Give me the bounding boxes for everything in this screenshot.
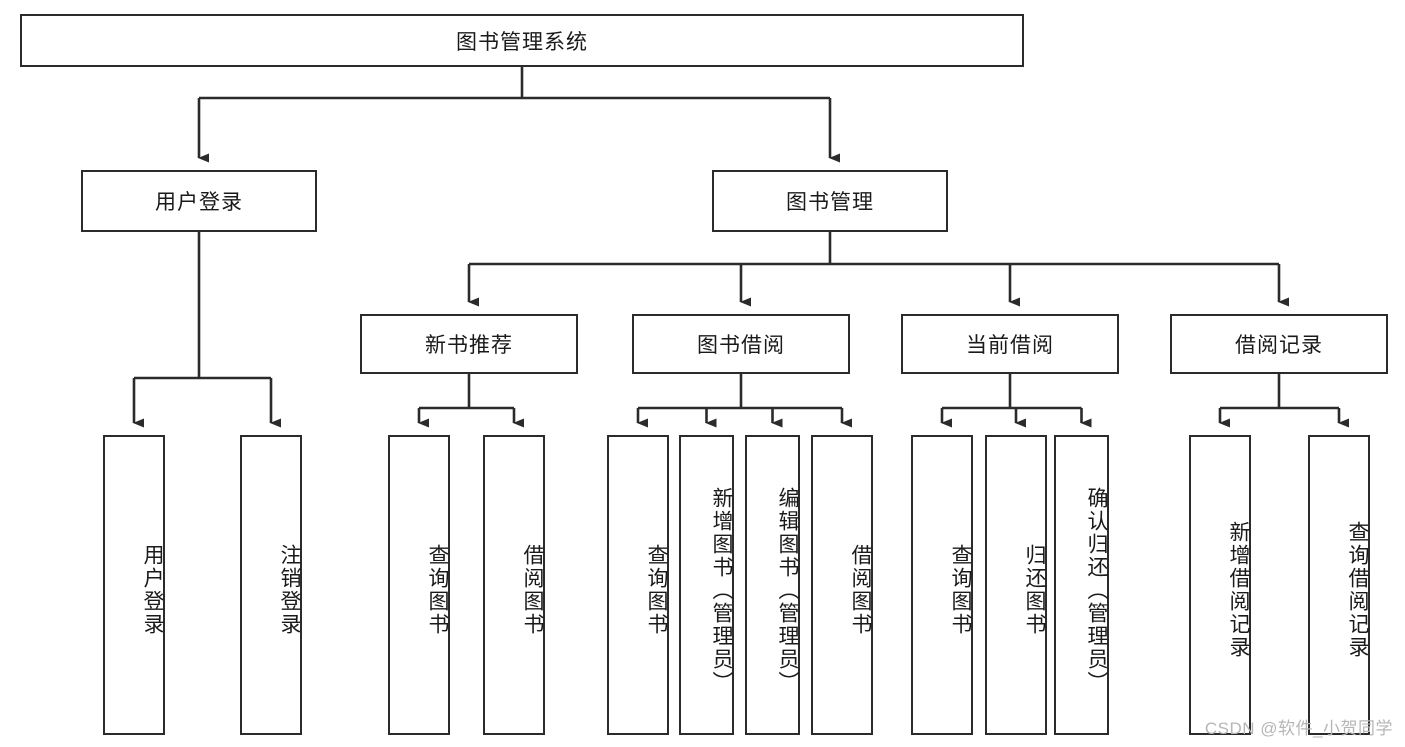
node-root[interactable]: 图书管理系统 bbox=[20, 14, 1024, 67]
node-borrow-record[interactable]: 借阅记录 bbox=[1170, 314, 1388, 374]
node-label: 图书管理系统 bbox=[456, 30, 588, 54]
node-label: 用户登录 bbox=[141, 544, 164, 636]
node-leaf-add-borrow-record[interactable]: 新增借阅记录 bbox=[1189, 435, 1251, 735]
node-label: 查询图书 bbox=[949, 544, 972, 636]
node-label: 归还图书 bbox=[1023, 544, 1046, 636]
node-leaf-user-login[interactable]: 用户登录 bbox=[103, 435, 165, 735]
node-leaf-edit-book[interactable]: 编辑图书（管理员） bbox=[745, 435, 800, 735]
node-leaf-query-book-2[interactable]: 查询图书 bbox=[607, 435, 669, 735]
node-leaf-borrow-book-2[interactable]: 借阅图书 bbox=[811, 435, 873, 735]
node-label: 编辑图书（管理员） bbox=[776, 486, 799, 694]
node-label: 借阅图书 bbox=[521, 544, 544, 636]
node-leaf-user-logout[interactable]: 注销登录 bbox=[240, 435, 302, 735]
node-leaf-query-book-1[interactable]: 查询图书 bbox=[388, 435, 450, 735]
node-label: 注销登录 bbox=[278, 544, 301, 636]
node-leaf-confirm-return[interactable]: 确认归还（管理员） bbox=[1054, 435, 1109, 735]
node-label: 新增借阅记录 bbox=[1227, 521, 1250, 659]
node-leaf-return-book[interactable]: 归还图书 bbox=[985, 435, 1047, 735]
node-label: 借阅图书 bbox=[849, 544, 872, 636]
node-leaf-query-borrow-record[interactable]: 查询借阅记录 bbox=[1308, 435, 1370, 735]
node-label: 图书管理 bbox=[786, 191, 874, 214]
node-current-borrow[interactable]: 当前借阅 bbox=[901, 314, 1119, 374]
node-book-borrow[interactable]: 图书借阅 bbox=[632, 314, 850, 374]
node-label: 新书推荐 bbox=[425, 334, 513, 357]
node-leaf-add-book[interactable]: 新增图书（管理员） bbox=[679, 435, 734, 735]
node-label: 查询借阅记录 bbox=[1346, 521, 1369, 659]
node-leaf-query-book-3[interactable]: 查询图书 bbox=[911, 435, 973, 735]
node-label: 借阅记录 bbox=[1235, 334, 1323, 357]
node-label: 用户登录 bbox=[155, 191, 243, 214]
node-label: 查询图书 bbox=[426, 544, 449, 636]
node-label: 查询图书 bbox=[645, 544, 668, 636]
node-user-login[interactable]: 用户登录 bbox=[81, 170, 317, 232]
node-leaf-borrow-book-1[interactable]: 借阅图书 bbox=[483, 435, 545, 735]
node-label: 当前借阅 bbox=[966, 334, 1054, 357]
node-label: 图书借阅 bbox=[697, 334, 785, 357]
node-new-book-recommend[interactable]: 新书推荐 bbox=[360, 314, 578, 374]
node-label: 新增图书（管理员） bbox=[710, 486, 733, 694]
node-label: 确认归还（管理员） bbox=[1085, 486, 1108, 694]
node-book-manage[interactable]: 图书管理 bbox=[712, 170, 948, 232]
